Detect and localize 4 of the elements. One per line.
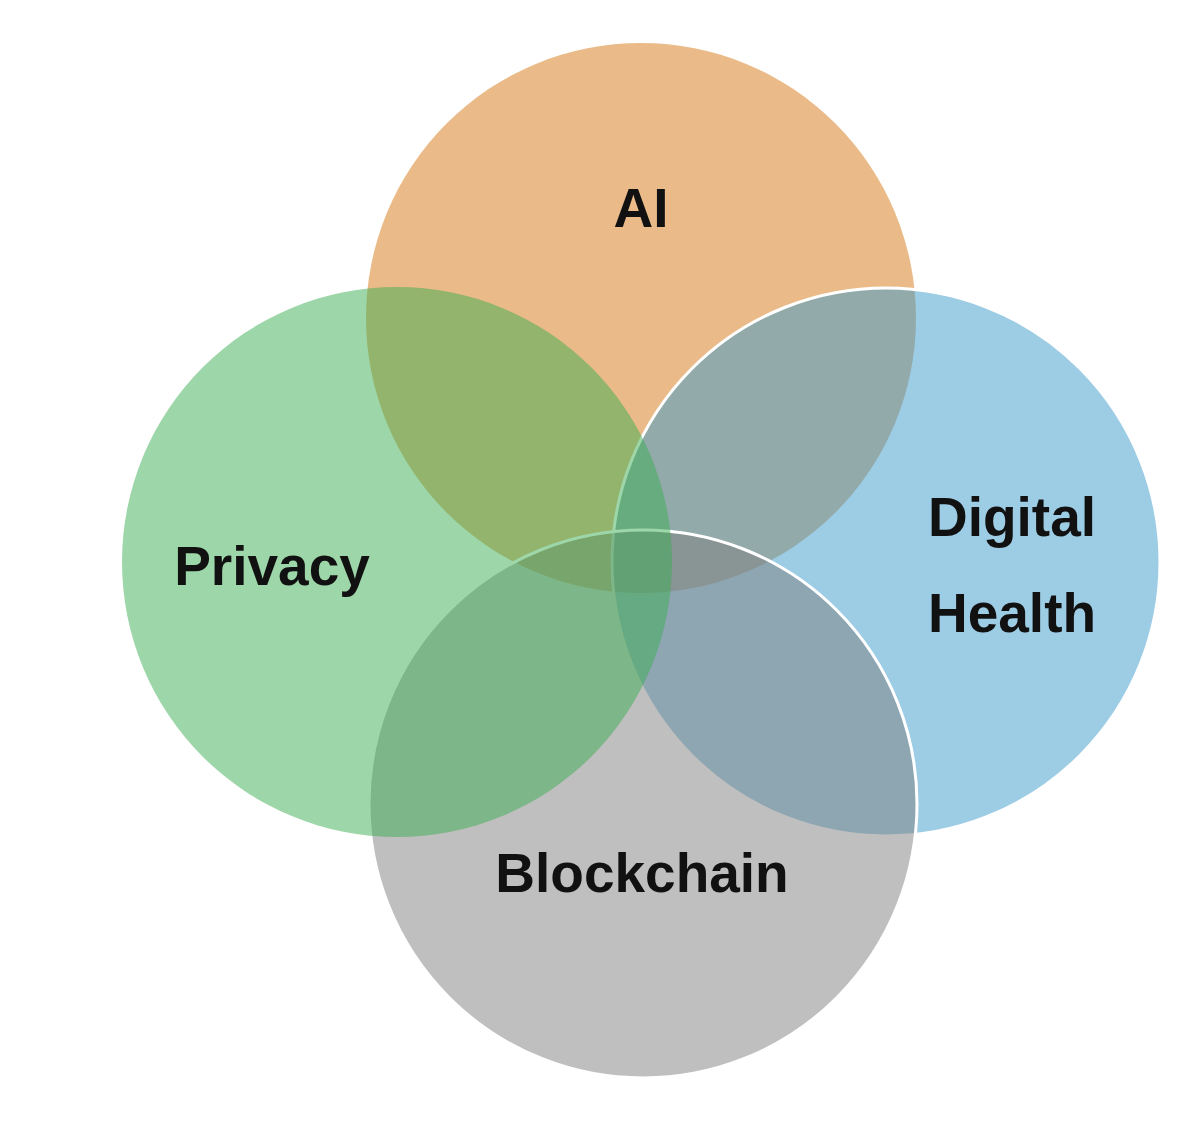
set-label: Privacy bbox=[173, 534, 371, 599]
set-label: AI bbox=[612, 176, 670, 241]
set-label: Digital Health bbox=[926, 485, 1098, 646]
set-label: Blockchain bbox=[494, 841, 790, 906]
